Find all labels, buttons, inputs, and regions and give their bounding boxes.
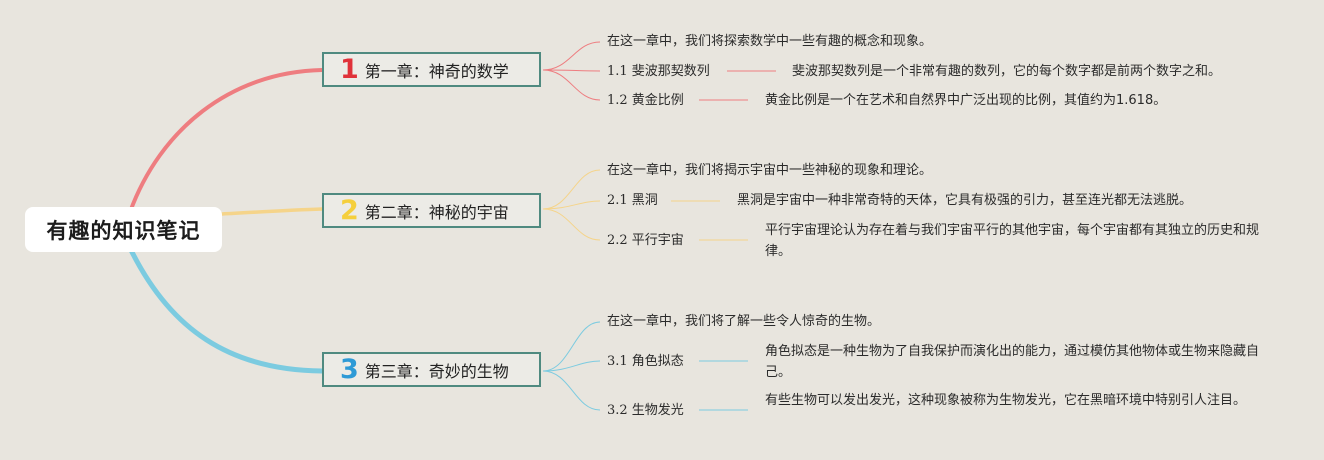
link-ch3-intro (542, 321, 601, 372)
chapter-1-intro: 在这一章中，我们将探索数学中一些有趣的概念和现象。 (607, 34, 933, 49)
chapter-2-node[interactable]: 2 第二章：神秘的宇宙 (322, 193, 541, 228)
link-ch1-intro (542, 41, 601, 71)
link-root-chapter-1 (128, 68, 324, 214)
section-2-2-label: 2.2 平行宇宙 (607, 233, 684, 248)
chapter-3-number: 3 (340, 354, 359, 385)
link-root-chapter-3 (127, 245, 325, 374)
link-ch2-s1 (542, 200, 601, 210)
chapter-2-intro: 在这一章中，我们将揭示宇宙中一些神秘的现象和理论。 (607, 163, 933, 178)
section-3-2-desc: 有些生物可以发出发光，这种现象被称为生物发光，它在黑暗环境中特别引人注目。 (765, 393, 1247, 408)
chapter-2-number: 2 (340, 195, 359, 226)
section-2-1-desc: 黑洞是宇宙中一种非常奇特的天体，它具有极强的引力，甚至连光都无法逃脱。 (737, 193, 1193, 208)
chapter-1-node[interactable]: 1 第一章：神奇的数学 (322, 52, 541, 87)
link-ch3-s2 (542, 370, 601, 411)
section-1-1-label: 1.1 斐波那契数列 (607, 64, 710, 79)
root-topic[interactable]: 有趣的知识笔记 (25, 207, 222, 252)
link-root-chapter-2 (220, 207, 324, 216)
link-ch1-s1 (542, 69, 601, 72)
section-1-1-desc: 斐波那契数列是一个非常有趣的数列，它的每个数字都是前两个数字之和。 (792, 64, 1222, 79)
section-1-2-label: 1.2 黄金比例 (607, 93, 684, 108)
root-title: 有趣的知识笔记 (46, 218, 201, 243)
link-ch2-intro (542, 169, 601, 210)
chapter-3-node[interactable]: 3 第三章：奇妙的生物 (322, 352, 541, 387)
chapter-1-title: 第一章：神奇的数学 (364, 61, 509, 81)
section-2-1-label: 2.1 黑洞 (607, 193, 658, 208)
link-ch1-s2 (542, 69, 601, 101)
section-1-2-desc: 黄金比例是一个在艺术和自然界中广泛出现的比例，其值约为1.618。 (765, 93, 1167, 108)
chapter-3-title: 第三章：奇妙的生物 (364, 361, 509, 381)
chapter-2-title: 第二章：神秘的宇宙 (364, 202, 509, 222)
link-ch2-s2 (542, 208, 601, 241)
chapter-3-intro: 在这一章中，我们将了解一些令人惊奇的生物。 (607, 314, 881, 329)
chapter-1-number: 1 (340, 54, 359, 85)
section-3-2-label: 3.2 生物发光 (607, 403, 684, 418)
section-3-1-label: 3.1 角色拟态 (607, 354, 684, 369)
link-ch3-s1 (542, 360, 601, 372)
section-2-2-desc: 平行宇宙理论认为存在着与我们宇宙平行的其他宇宙，每个宇宙都有其独立的历史和规律。 (765, 223, 1260, 259)
section-3-1-desc: 角色拟态是一种生物为了自我保护而演化出的能力，通过模仿其他物体或生物来隐藏自己。 (765, 344, 1260, 380)
